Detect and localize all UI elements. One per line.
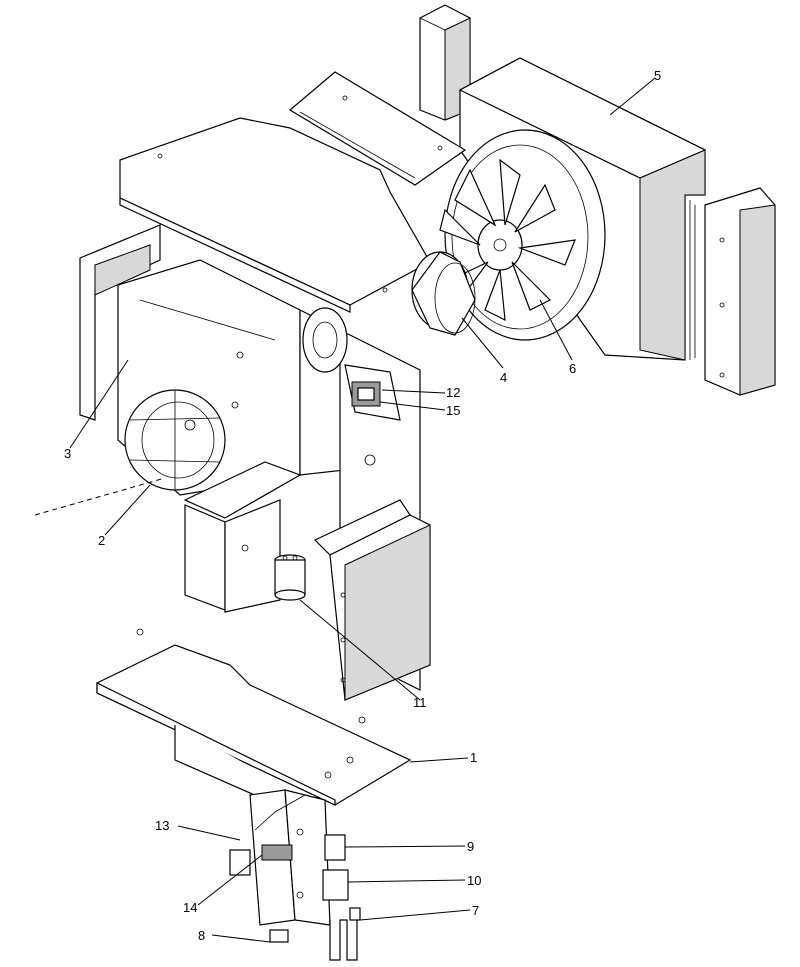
leader-lines bbox=[69, 77, 656, 943]
fan-blade bbox=[439, 158, 576, 322]
callout-8: 8 bbox=[198, 928, 205, 943]
callout-9: 9 bbox=[467, 839, 474, 854]
callout-15: 15 bbox=[446, 403, 460, 418]
assembly-dashed-line bbox=[34, 477, 166, 516]
callout-12: 12 bbox=[446, 385, 460, 400]
blower-wheel bbox=[124, 389, 226, 491]
callout-3: 3 bbox=[64, 446, 71, 461]
callout-4: 4 bbox=[500, 370, 507, 385]
side-panel-right bbox=[704, 187, 776, 396]
control-box bbox=[344, 364, 401, 421]
motor-mount-ring bbox=[302, 307, 348, 373]
callout-11: 11 bbox=[413, 695, 427, 710]
top-bracket bbox=[288, 71, 467, 186]
heater-element bbox=[329, 907, 361, 961]
capacitor bbox=[274, 554, 306, 601]
callout-13: 13 bbox=[155, 818, 169, 833]
callout-14: 14 bbox=[183, 900, 197, 915]
callout-5: 5 bbox=[654, 68, 661, 83]
center-mounting-plate bbox=[183, 461, 302, 613]
fan-motor bbox=[411, 251, 476, 336]
callout-10: 10 bbox=[467, 873, 481, 888]
top-cover bbox=[119, 117, 431, 313]
callout-2: 2 bbox=[98, 533, 105, 548]
lower-control-bracket bbox=[229, 789, 349, 943]
fan-orifice-ring bbox=[444, 129, 606, 341]
right-side-panels bbox=[313, 499, 431, 701]
callout-7: 7 bbox=[472, 903, 479, 918]
callout-6: 6 bbox=[569, 361, 576, 376]
callout-1: 1 bbox=[470, 750, 477, 765]
